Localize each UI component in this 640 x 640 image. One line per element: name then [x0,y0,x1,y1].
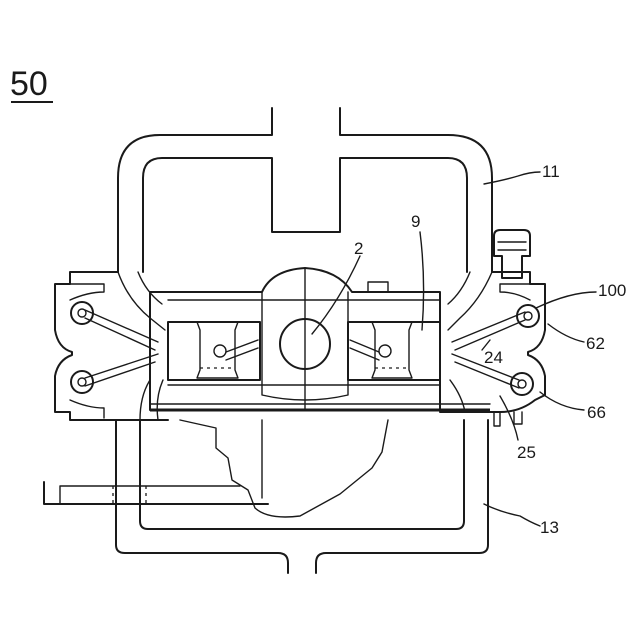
right-upper-strut [452,312,525,350]
figure-number-text: 50 [10,65,48,103]
left-bracket-curve-bottom-2 [157,380,163,420]
leader-13 [484,504,540,526]
right-top-fitting [494,230,530,278]
lower-housing-inner [140,420,464,529]
left-chamber [168,322,260,380]
leader-lines [312,172,596,526]
conduit-pipe-inner [60,486,240,504]
left-bolt-lower [71,371,93,393]
upper-housing [118,108,492,272]
right-bolt-lower [511,373,533,395]
left-bracket-inner-top [70,284,104,300]
left-bracket-curve-bottom [140,380,150,420]
right-chamber [348,322,440,380]
right-bracket-tabs [494,412,522,426]
leader-66 [540,392,584,410]
reference-labels: 11 9 2 100 62 24 66 25 13 [354,162,626,537]
label-9: 9 [411,212,420,231]
label-62: 62 [586,334,605,353]
center-body-outline [150,268,440,410]
right-bracket-curve-bottom [450,380,465,412]
right-top-fitting-ribs [498,242,526,250]
label-2: 2 [354,239,363,258]
right-bracket-curve-top-2 [448,272,470,304]
lower-conduit [44,420,388,517]
label-25: 25 [517,443,536,462]
left-bracket-inner-bottom [70,400,104,418]
right-chamber-box [348,322,440,380]
right-pin [379,345,391,357]
label-11: 11 [542,162,560,181]
leader-62 [548,324,584,342]
figure-number: 50 [10,65,53,103]
center-top-boss [368,282,388,292]
label-24: 24 [484,348,503,367]
left-bolt-lower-core [78,378,86,386]
label-66: 66 [587,403,606,422]
conduit-shape [180,420,388,517]
conduit-pipe-hidden [113,486,146,504]
label-13: 13 [540,518,559,537]
upper-housing-outer-left [118,108,272,272]
label-100: 100 [598,281,626,300]
right-bolt-lower-core [518,380,526,388]
lower-housing [116,420,488,573]
right-piston [372,322,412,378]
left-mount-bracket [55,272,168,420]
lower-housing-outer-right [316,420,488,573]
left-lower-strut [85,354,158,386]
leader-25 [500,396,518,440]
leader-9 [420,232,424,330]
left-link [226,340,258,360]
right-bolt-upper-core [524,312,532,320]
left-pin [214,345,226,357]
right-bracket-inner-top [500,284,530,300]
right-bracket-curve-top [448,272,492,330]
